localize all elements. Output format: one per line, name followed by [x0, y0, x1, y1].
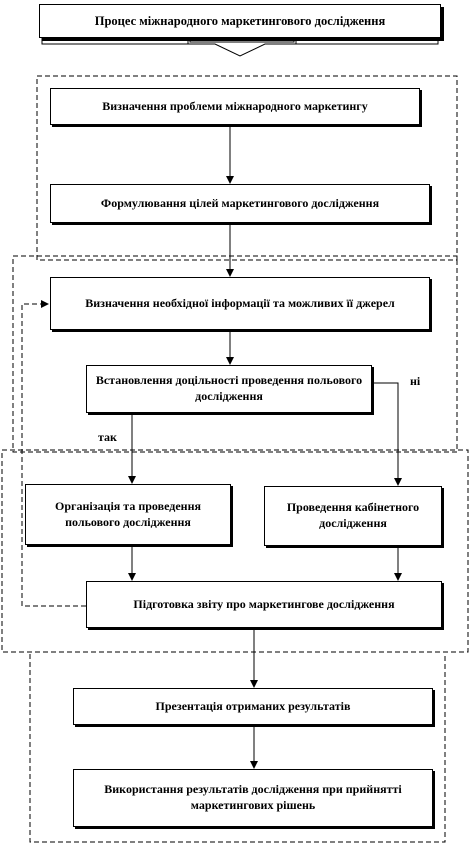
step-presentation-label: Презентація отриманих результатів	[155, 698, 351, 713]
phase-frame-4	[29, 654, 446, 843]
step-info-label: Визначення необхідної інформації та можл…	[85, 295, 395, 310]
step-desk-box: Проведення кабінетного дослідження	[264, 486, 442, 546]
phase-frame-3	[1, 449, 469, 653]
step-problem-label: Визначення проблеми міжнародного маркети…	[102, 98, 368, 113]
step-report-box: Підготовка звіту про маркетингове дослід…	[86, 581, 442, 628]
step-usage-box: Використання результатів дослідження при…	[73, 769, 433, 827]
diagram-title: Процес міжнародного маркетингового дослі…	[94, 13, 386, 28]
step-usage-label: Використання результатів дослідження при…	[104, 782, 402, 812]
branch-no-label: ні	[410, 374, 421, 388]
step-goals-box: Формулювання цілей маркетингового дослід…	[50, 184, 430, 223]
step-desk-label: Проведення кабінетного дослідження	[286, 500, 420, 530]
step-feasibility-label: Встановлення доцільності проведення поль…	[95, 373, 363, 403]
step-field-label: Організація та проведення польового досл…	[55, 498, 201, 529]
arrow-no-to-desk	[372, 382, 402, 486]
step-report-label: Підготовка звіту про маркетингове дослід…	[133, 596, 395, 611]
step-feasibility-box: Встановлення доцільності проведення поль…	[86, 365, 372, 413]
phase-frame-1	[36, 75, 458, 261]
feedback-loop-arrow	[21, 300, 86, 607]
step-field-box: Організація та проведення польового досл…	[25, 484, 231, 545]
step-problem-box: Визначення проблеми міжнародного маркети…	[50, 88, 420, 125]
step-info-box: Визначення необхідної інформації та можл…	[50, 277, 430, 330]
branch-yes-label: так	[98, 430, 117, 444]
diagram-title-box: Процес міжнародного маркетингового дослі…	[39, 4, 441, 38]
step-presentation-box: Презентація отриманих результатів	[73, 688, 433, 725]
title-bracket-arrow	[41, 38, 439, 57]
step-goals-label: Формулювання цілей маркетингового дослід…	[100, 195, 380, 210]
